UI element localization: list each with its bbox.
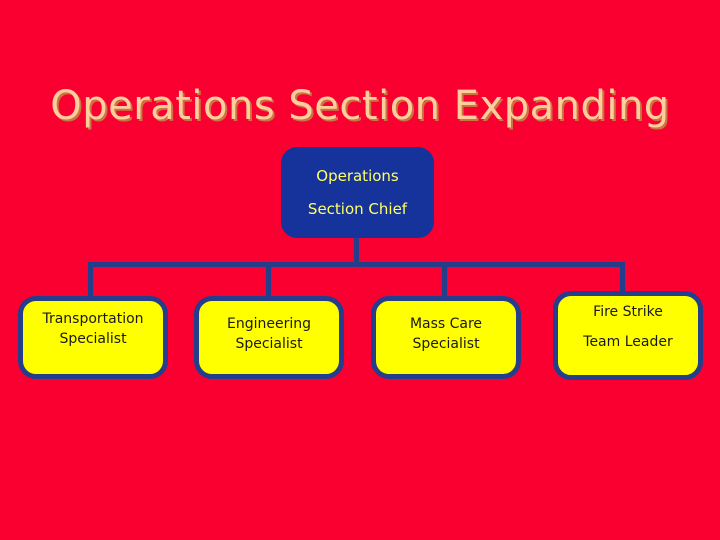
org-node-label-line2: Specialist bbox=[235, 336, 303, 352]
org-node-label-line1: Operations bbox=[316, 166, 399, 185]
org-node-label-line1: Mass Care bbox=[409, 316, 483, 332]
page-title: Operations Section Expanding bbox=[50, 82, 670, 129]
connector-drop-engineering bbox=[266, 262, 271, 298]
org-node-mass-care-specialist: Mass Care Specialist bbox=[371, 296, 521, 379]
org-node-label-line2: Section Chief bbox=[307, 199, 408, 218]
org-node-operations-section-chief: Operations Section Chief bbox=[281, 147, 434, 238]
connector-drop-mass-care bbox=[442, 262, 447, 298]
org-node-label-line1: Engineering bbox=[227, 316, 311, 332]
org-node-transportation-specialist: Transportation Specialist bbox=[18, 296, 168, 379]
connector-horizontal-bus bbox=[88, 262, 625, 267]
org-node-label-line1: Transportation bbox=[42, 311, 144, 327]
org-node-engineering-specialist: Engineering Specialist bbox=[194, 296, 344, 379]
connector-drop-fire-strike bbox=[620, 262, 625, 294]
org-node-label-line2: Team Leader bbox=[583, 334, 673, 350]
org-node-fire-strike-team-leader: Fire Strike Team Leader bbox=[553, 291, 703, 380]
org-node-label-line2: Specialist bbox=[412, 336, 480, 352]
connector-trunk-vertical bbox=[354, 236, 359, 266]
org-node-label-line1: Fire Strike bbox=[593, 304, 663, 320]
connector-drop-transportation bbox=[88, 262, 93, 298]
org-node-label-line2: Specialist bbox=[59, 331, 127, 347]
